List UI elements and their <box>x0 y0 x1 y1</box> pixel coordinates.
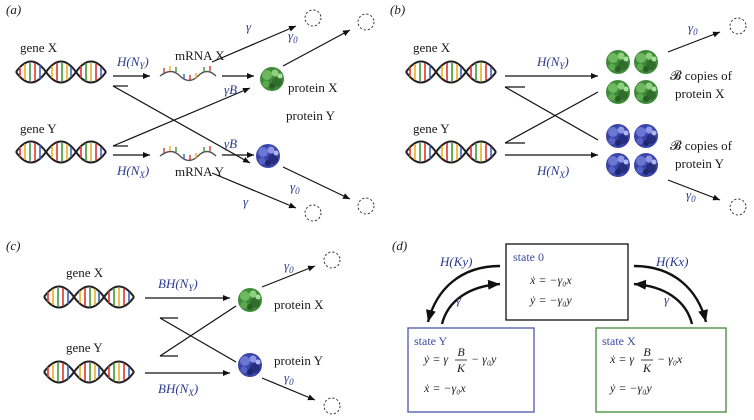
protein-x-label: protein X <box>288 80 338 95</box>
panel-c-tag: (c) <box>6 238 20 253</box>
protein-blob-icon <box>634 124 658 148</box>
mrna-strand-icon <box>159 65 217 82</box>
degradation-circle-icon <box>304 204 322 222</box>
degradation-circle-icon <box>304 9 322 27</box>
state-y-frac-den: K <box>456 361 466 375</box>
state-x-frac-den: K <box>642 361 652 375</box>
degradation-circle-icon <box>323 251 341 269</box>
mrna-y-label: mRNA Y <box>175 164 225 179</box>
dna-helix-icon <box>15 140 107 164</box>
protein-blob-icon <box>606 153 630 177</box>
rate-gammab-y: γB <box>224 136 237 151</box>
panel-d-tag: (d) <box>392 238 407 253</box>
copies-x-line2: protein X <box>675 86 725 101</box>
transition-arrow-y-to-0 <box>440 279 501 325</box>
rate-gamma0-y: γ0 <box>284 370 294 387</box>
state-0-box <box>505 243 629 321</box>
gamma-left: γ <box>456 292 462 307</box>
rate-gamma-mrna-y: γ <box>243 194 249 209</box>
protein-blob-icon <box>238 353 262 377</box>
rate-h-nx-label: H(NX) <box>116 163 149 180</box>
state-x-box <box>595 327 727 413</box>
gene-x-label: gene X <box>20 40 58 55</box>
protein-x-cluster <box>606 50 658 104</box>
gene-y-label: gene Y <box>413 121 450 136</box>
rate-gamma0-protein-x: γ0 <box>288 28 298 45</box>
panel-c: (c) gene X gene Y BH(NY) BH(NX) protein … <box>6 238 341 415</box>
rate-gamma0-protein-y: γ0 <box>290 179 300 196</box>
rate-gamma0-y: γ0 <box>686 187 696 204</box>
state-0-eq1: ẋ = −γ₀x <box>529 273 572 287</box>
rate-bh-ny-label: BH(NY) <box>158 276 198 293</box>
protein-blob-icon <box>634 50 658 74</box>
rate-gamma0-x: γ0 <box>284 258 294 275</box>
panel-b-tag: (b) <box>390 2 405 17</box>
panel-a-tag: (a) <box>6 2 21 17</box>
state-x-title: state X <box>602 334 636 348</box>
state-y-eq2: ẋ = −γ₀x <box>423 381 466 395</box>
rate-h-ky: H(Ky) <box>439 254 473 269</box>
transition-arrow-0-to-y <box>426 264 501 323</box>
gene-x-label: gene X <box>66 265 104 280</box>
gamma-right: γ <box>664 292 670 307</box>
mrna-strand-icon <box>159 145 217 162</box>
transition-arrow-x-to-0 <box>633 279 694 325</box>
state-y-title: state Y <box>414 334 448 348</box>
protein-blob-icon <box>606 50 630 74</box>
panel-a: (a) gene X gene Y H(NY) H(NX) mRNA X mRN… <box>6 2 375 222</box>
gene-x-label: gene X <box>413 40 451 55</box>
protein-x-label: protein X <box>274 297 324 312</box>
protein-y-cluster <box>606 124 658 177</box>
rate-gamma-mrna-x: γ <box>246 19 252 34</box>
protein-blob-icon <box>256 144 280 168</box>
state-0-title: state 0 <box>513 250 544 264</box>
state-x-frac-num: B <box>643 345 651 359</box>
dna-helix-icon <box>405 60 497 84</box>
rate-h-nx-label: H(NX) <box>536 163 569 180</box>
dna-helix-icon <box>43 285 135 309</box>
copies-y-line1: 𝓑 copies of <box>670 138 733 153</box>
dna-helix-icon <box>43 360 135 384</box>
rate-h-kx: H(Kx) <box>655 254 689 269</box>
state-x-eq1-tail: − γ₀x <box>657 352 683 366</box>
protein-blob-icon <box>634 80 658 104</box>
dna-helix-icon <box>405 140 497 164</box>
state-0-eq2: ẏ = −γ₀y <box>529 293 572 307</box>
protein-y-label: protein Y <box>286 108 336 123</box>
state-y-box <box>407 327 535 413</box>
degradation-circle-icon <box>729 17 747 35</box>
protein-blob-icon <box>260 67 284 91</box>
degradation-circle-icon <box>357 13 375 31</box>
state-y-frac-num: B <box>457 345 465 359</box>
protein-blob-icon <box>606 124 630 148</box>
copies-y-line2: protein Y <box>675 156 725 171</box>
panel-d: (d) state 0 ẋ = −γ₀x ẏ = −γ₀y state Y ẏ … <box>392 238 727 413</box>
mrna-x-label: mRNA X <box>175 48 225 63</box>
rate-gammab-x: γB <box>224 82 237 97</box>
state-y-eq1: ẏ = γ <box>423 352 448 366</box>
panel-b: (b) gene X gene Y H(NY) H(NX) 𝓑 copies o… <box>390 2 747 216</box>
degradation-circle-icon <box>357 197 375 215</box>
rate-h-ny-label: H(NY) <box>536 54 569 71</box>
degradation-circle-icon <box>323 397 341 415</box>
rate-gamma0-x: γ0 <box>688 20 698 37</box>
rate-bh-nx-label: BH(NX) <box>158 381 198 398</box>
rate-h-ny-label: H(NY) <box>116 54 149 71</box>
copies-x-line1: 𝓑 copies of <box>670 68 733 83</box>
dna-helix-icon <box>15 60 107 84</box>
state-x-eq1: ẋ = γ <box>609 352 634 366</box>
transition-arrow-0-to-x <box>633 264 708 323</box>
degradation-circle-icon <box>729 198 747 216</box>
state-y-eq1-tail: − γ₀y <box>471 352 497 366</box>
state-x-eq2: ẏ = −γ₀y <box>609 381 652 395</box>
gene-y-label: gene Y <box>20 121 57 136</box>
protein-blob-icon <box>634 153 658 177</box>
protein-blob-icon <box>238 288 262 312</box>
gene-y-label: gene Y <box>66 340 103 355</box>
protein-y-label: protein Y <box>274 353 324 368</box>
protein-blob-icon <box>606 80 630 104</box>
